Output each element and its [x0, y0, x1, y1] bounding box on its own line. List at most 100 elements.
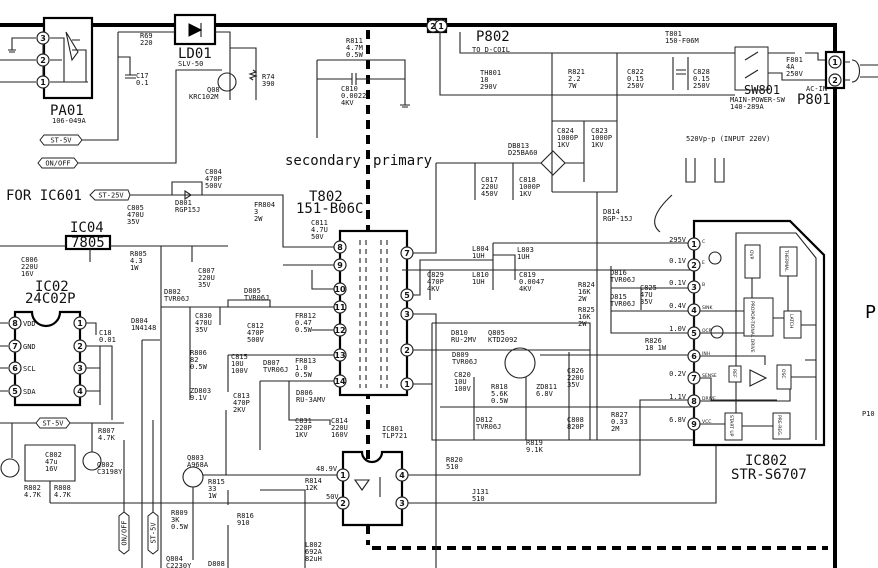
label-r818-0: R818 [491, 383, 508, 391]
label-c802-1: 47u [45, 458, 58, 466]
sw801-switch[interactable] [734, 46, 769, 91]
ic802-pin-circle [687, 326, 701, 340]
ic801-pin-number: 1 [340, 471, 346, 480]
sw801-fuse-wires [744, 51, 826, 81]
c810-capacitor-icon [351, 73, 410, 108]
t802-pin-circle [333, 240, 347, 254]
label-zd811-1: 6.8V [536, 390, 554, 398]
pa01-pin-circle [36, 31, 50, 45]
ic802-ocp-transistor-icon [710, 325, 724, 339]
label-l803-1: 1UH [517, 253, 530, 261]
label-c819-1: 0.0047 [519, 278, 544, 286]
label-c828-1: 0.15 [693, 75, 710, 83]
label-r819-1: 9.1K [526, 446, 544, 454]
label-c805-1: 470U [127, 211, 144, 219]
label-r811-1: 4.7M [346, 44, 363, 52]
label-r821-0: R821 [568, 68, 585, 76]
label-d802-1: TVR06J [164, 295, 189, 303]
label-to-dcoil-0: TO D-COIL [472, 46, 510, 54]
p801-ref: P801 [797, 92, 831, 108]
label-c823-1: 1000P [591, 134, 612, 142]
t802-pin-circle [333, 258, 347, 272]
label-c18-1: 0.01 [99, 336, 116, 344]
label-c806-2: 16V [21, 270, 34, 278]
label-d816-0: D816 [610, 269, 627, 277]
pa01-pin-circle [36, 53, 50, 67]
label-fr813-0: FR813 [295, 357, 316, 365]
label-c805-0: C805 [127, 204, 144, 212]
label-c823-2: 1KV [591, 141, 604, 149]
label-d809-1: TVR06J [452, 358, 477, 366]
label-d806-0: D806 [296, 389, 313, 397]
label-c825-1: 47U [640, 291, 653, 299]
label-c802-2: 16V [45, 465, 58, 473]
t802-body [338, 229, 409, 397]
label-q08-0: Q08 [207, 86, 220, 94]
ic802-pin-name: C [702, 239, 705, 245]
ic802-pin-voltage: 0.4V [669, 302, 687, 310]
label-c815-1: 10U [231, 360, 244, 368]
ic02-pin-number: 6 [12, 364, 18, 373]
label-sw801-part-1: 140-289A [730, 103, 765, 111]
label-c810-2: 4KV [341, 99, 354, 107]
ic801-pin-number: 4 [399, 471, 405, 480]
t802-pin-circle [400, 377, 414, 391]
label-r807-1: 4.7K [98, 434, 116, 442]
label-c830-0: C830 [195, 312, 212, 320]
label-c807-0: C807 [198, 267, 215, 275]
p802-ref: P802 [476, 29, 510, 45]
waveform-sketch [685, 158, 725, 183]
ic02-pin-number: 8 [12, 319, 18, 328]
t802-pin-circle [333, 374, 347, 388]
ic02-pin-number: 5 [12, 387, 18, 396]
label-r815-2: 1W [208, 492, 217, 500]
label-r816-1: 910 [237, 519, 250, 527]
ic802-pin-voltage: 1.1V [669, 393, 687, 401]
ic02-pin-circle [73, 361, 87, 375]
label-c811-2: 50V [311, 233, 324, 241]
label-ac-in-0: AC-IN [806, 85, 827, 93]
label-q08-part-0: KRC102M [189, 93, 219, 101]
component-labels: 106-049ASLV-50R69220C170.1Q08KRC102MR743… [21, 30, 875, 568]
p801-pin-circle [828, 55, 842, 69]
ic02-ref: IC02 [35, 279, 69, 295]
r74-resistor-icon [248, 69, 258, 81]
ic802-pin-voltage: 0.1V [669, 257, 687, 265]
primary-label: primary [373, 153, 432, 169]
label-d812-1: TVR06J [476, 423, 501, 431]
t802-pin-circle [400, 343, 414, 357]
label-r805-0: R805 [130, 250, 147, 258]
label-r824-1: 16K [578, 288, 591, 296]
label-d809-0: D809 [452, 351, 469, 359]
label-r826-0: R826 [645, 337, 662, 345]
label-l803-0: L803 [517, 246, 534, 254]
label-r824-0: R824 [578, 281, 595, 289]
t802-pin-number: 12 [334, 326, 345, 335]
t802-pin-number: 10 [334, 285, 346, 294]
ic802-pin-number: 4 [691, 306, 697, 315]
t802-pin-number: 13 [334, 351, 345, 360]
t802-pin-circle [333, 282, 347, 296]
ic801-wires [353, 399, 717, 504]
d801-diode-icon [184, 189, 192, 201]
ic802-pin-circle [687, 394, 701, 408]
onoff-vertical-tag [118, 511, 130, 555]
label-q804-0: Q804 [166, 555, 183, 563]
ic801-pin-circle [395, 496, 409, 510]
label-c802-0: C802 [45, 451, 62, 459]
c17-capacitor-icon [125, 74, 136, 79]
label-c804-1: 470P [205, 175, 222, 183]
st5v-vertical-tag [147, 511, 159, 555]
label-d810-0: D810 [451, 329, 468, 337]
label-d812-0: D812 [476, 416, 493, 424]
label-c810-1: 0.0022 [341, 92, 366, 100]
ovp-label: OVP [748, 250, 754, 260]
label-c830-2: 35V [195, 326, 208, 334]
diode-icon [188, 23, 203, 37]
label-th801-1: 18 [480, 76, 488, 84]
ic02-pin-circle [8, 339, 22, 353]
label-c831-1: 220P [295, 424, 312, 432]
label-c822-2: 250V [627, 82, 645, 90]
pa01-pin-number: 2 [40, 56, 46, 65]
